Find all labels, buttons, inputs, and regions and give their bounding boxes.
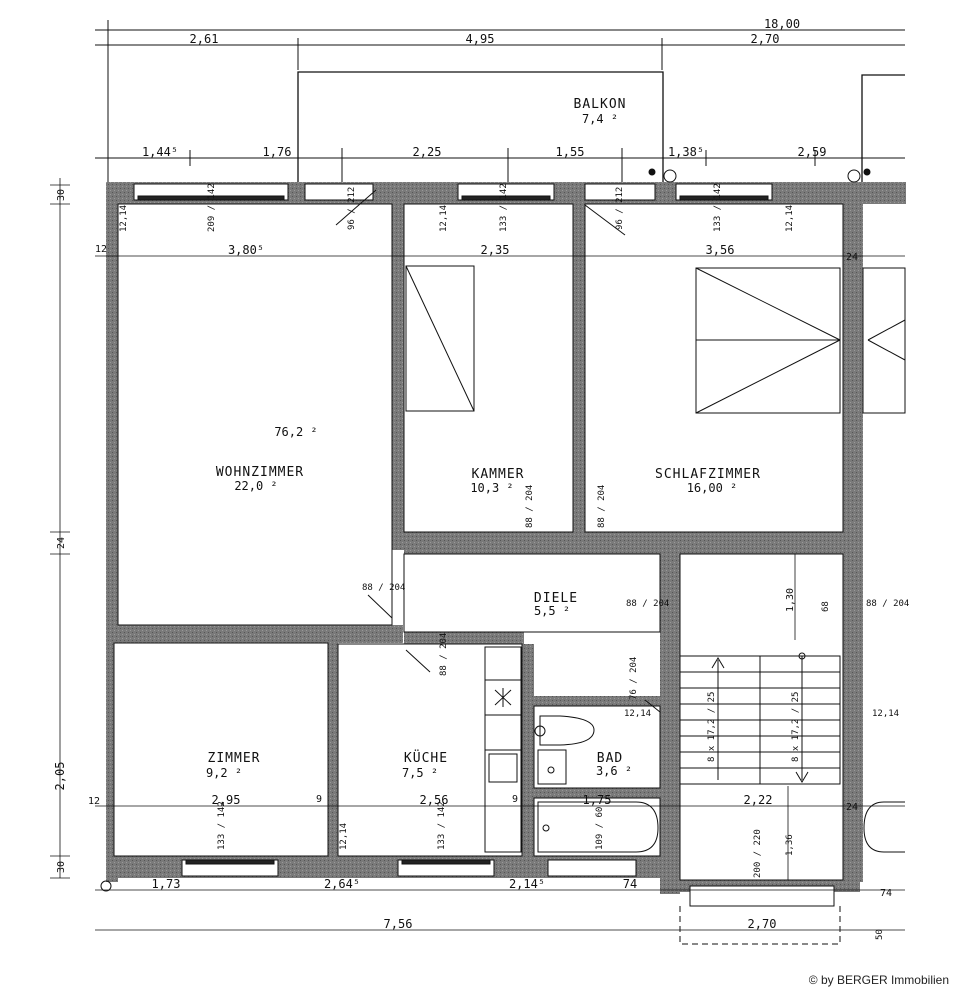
dim-inner-3: 3,56: [706, 243, 735, 257]
annot-door-right: 88 / 204: [866, 599, 909, 609]
annot-stair-right: 8 x 17,2 / 25: [791, 692, 801, 762]
dim-row2-6: 2,59: [798, 145, 827, 159]
dim-top-total: 18,00: [764, 17, 800, 31]
dim-bottom-inner-3: 1,75: [583, 793, 612, 807]
dim-wall-74: 74: [880, 888, 892, 899]
annot-win-12-14-c: 12,14: [785, 205, 795, 232]
room-name-kammer: KAMMER: [472, 467, 525, 482]
dim-inner-1: 3,80⁵: [228, 243, 264, 257]
dim-wall-24-b: 24: [846, 802, 858, 813]
room-area-balkon: 7,4 ²: [582, 112, 618, 126]
dim-bottom-stair: 2,70: [748, 917, 777, 931]
annot-win-12-14-a: 12,14: [119, 205, 129, 232]
annot-misc-50: 50: [875, 929, 885, 940]
room-name-diele: DIELE: [534, 591, 578, 606]
annot-door-wohn-lower: 88 / 204: [362, 583, 405, 593]
balcony: [297, 71, 905, 185]
annot-misc-68: 68: [821, 601, 831, 612]
room-area-wohnzimmer: 22,0 ²: [234, 479, 277, 493]
dim-bottom-1: 1,73: [152, 877, 181, 891]
dim-top-2: 4,95: [466, 32, 495, 46]
dim-top-1: 2,61: [190, 32, 219, 46]
room-name-kueche: KÜCHE: [404, 749, 448, 766]
annot-win-kueche: 133 / 142: [437, 801, 447, 850]
dim-wall-9-b: 9: [512, 794, 518, 805]
room-area-kammer: 10,3 ²: [470, 481, 513, 495]
annot-door-wohn: 96 / 212: [347, 187, 357, 230]
dim-row2-4: 1,55: [556, 145, 585, 159]
annotations: 209 / 142 96 / 212 12,14 12,14 133 / 142…: [119, 183, 909, 940]
room-interiors: [113, 203, 844, 881]
annot-win-12-14-d: 12,14: [624, 709, 651, 719]
room-area-zimmer: 9,2 ²: [206, 766, 242, 780]
dim-row2-1: 1,44⁵: [142, 145, 178, 159]
annot-stair-left: 8 x 17,2 / 25: [707, 692, 717, 762]
dim-left-4: 30: [56, 861, 67, 873]
annot-stair-136: 1,36: [785, 834, 795, 856]
room-area-diele: 5,5 ²: [534, 604, 570, 618]
dim-bottom-total: 7,56: [384, 917, 413, 931]
room-extra-wohnzimmer: 76,2 ²: [274, 425, 317, 439]
dim-bottom-inner-1: 2,95: [212, 793, 241, 807]
dim-wall-9-a: 9: [316, 794, 322, 805]
room-name-balkon: BALKON: [574, 97, 627, 112]
dimension-lines-top: [95, 20, 905, 220]
dim-top-3: 2,70: [751, 32, 780, 46]
room-area-kueche: 7,5 ²: [402, 766, 438, 780]
annot-win-kammer: 133 / 142: [499, 183, 509, 232]
dimension-labels: 18,00 2,61 4,95 2,70 1,44⁵ 1,76 2,25 1,5…: [53, 17, 892, 931]
dim-bottom-4: 74: [623, 877, 637, 891]
annot-door-kueche: 88 / 204: [439, 633, 449, 676]
room-area-schlafzimmer: 16,00 ²: [687, 481, 738, 495]
annot-stair-height: 1,30: [785, 588, 796, 612]
dim-left-2: 24: [56, 537, 67, 549]
annot-win-bad: 109 / 60: [595, 807, 605, 850]
room-name-zimmer: ZIMMER: [208, 751, 261, 766]
dim-bottom-3: 2,14⁵: [509, 877, 545, 891]
room-name-wohnzimmer: WOHNZIMMER: [216, 465, 304, 480]
room-name-bad: BAD: [597, 751, 623, 766]
dim-wall-12-bottom: 12: [88, 796, 100, 807]
copyright-notice: © by BERGER Immobilien: [808, 973, 949, 987]
room-name-schlafzimmer: SCHLAFZIMMER: [655, 467, 761, 482]
dim-row2-3: 2,25: [413, 145, 442, 159]
annot-door-schlaf-lower: 88 / 204: [597, 485, 607, 528]
annot-win-schlaf: 133 / 142: [713, 183, 723, 232]
dim-left-1: 30: [56, 189, 67, 201]
dim-wall-24-a: 24: [846, 252, 858, 263]
annot-door-bad: 76 / 204: [629, 657, 639, 700]
dim-inner-2: 2,35: [481, 243, 510, 257]
annot-stair-door: 200 / 220: [753, 829, 763, 878]
annot-win-wohn: 209 / 142: [207, 183, 217, 232]
dim-bottom-inner-4: 2,22: [744, 793, 773, 807]
dim-row2-5: 1,38⁵: [668, 145, 704, 159]
room-area-bad: 3,6 ²: [596, 764, 632, 778]
annot-door-kammer: 88 / 204: [525, 485, 535, 528]
dim-bottom-inner-2: 2,56: [420, 793, 449, 807]
windows: [133, 183, 773, 877]
annot-win-zimmer: 133 / 142: [217, 801, 227, 850]
annot-door-diele: 88 / 204: [626, 599, 669, 609]
dim-row2-2: 1,76: [263, 145, 292, 159]
annot-win-12-14-f: 12,14: [339, 823, 349, 850]
annot-win-12-14-e: 12,14: [872, 709, 899, 719]
room-labels: BALKON 7,4 ² 76,2 ² WOHNZIMMER 22,0 ² KA…: [206, 97, 761, 780]
fixtures: [100, 168, 906, 945]
dim-bottom-2: 2,64⁵: [324, 877, 360, 891]
dimension-lines-inner: [50, 178, 905, 931]
dim-wall-12-top: 12: [95, 244, 107, 255]
annot-win-12-14-b: 12,14: [439, 205, 449, 232]
dim-left-3: 2,05: [53, 762, 67, 791]
annot-door-schlaf: 96 / 212: [615, 187, 625, 230]
